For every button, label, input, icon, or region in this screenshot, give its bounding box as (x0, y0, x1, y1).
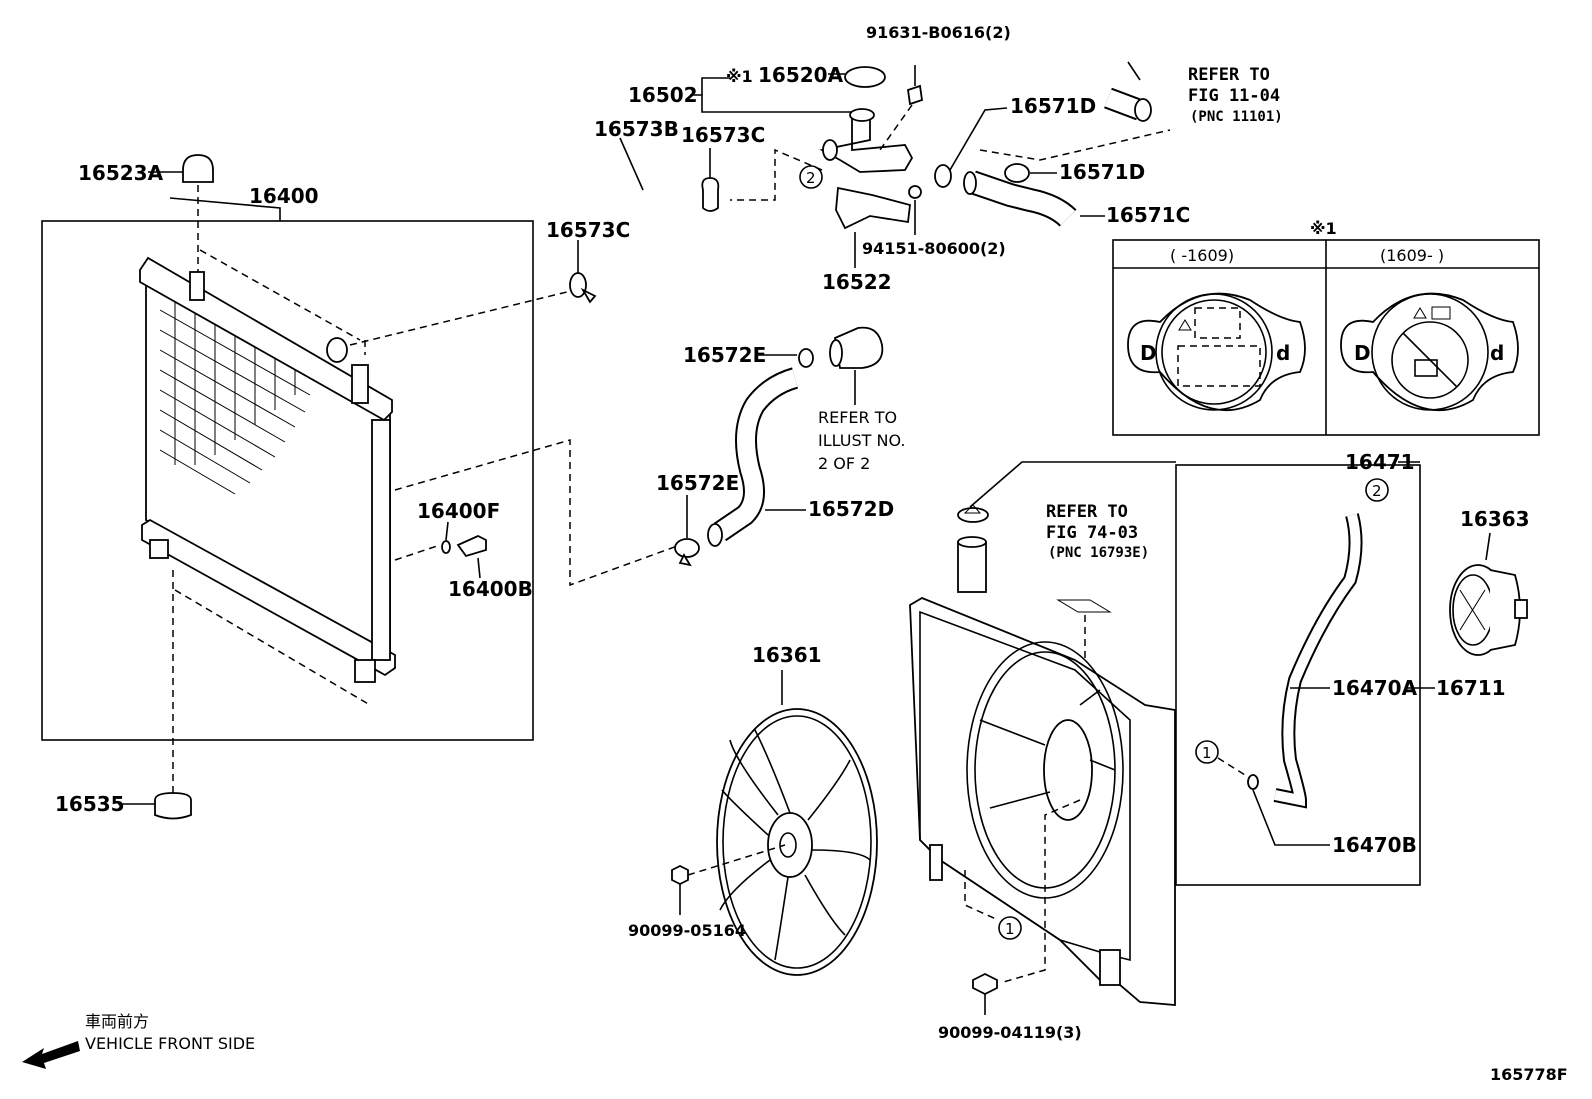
label-16535: 16535 (55, 792, 125, 816)
cap-logo-left-old: D (1140, 341, 1157, 365)
cap-variant-new: D d (1340, 292, 1519, 412)
fan-shroud-group: 16471 REFER TO FIG 74-03 (PNC 16793E) 1 (909, 450, 1421, 1042)
ref-fig74-line3: (PNC 16793E) (1048, 545, 1149, 561)
part-16523A: 16523A (78, 154, 214, 185)
callout-2-lower: 2 (1372, 482, 1382, 500)
label-90099-05164: 90099-05164 (628, 921, 746, 940)
label-16400F: 16400F (417, 499, 500, 523)
label-16522: 16522 (822, 270, 892, 294)
label-16361: 16361 (752, 643, 822, 667)
vehicle-front-en: VEHICLE FRONT SIDE (85, 1034, 255, 1053)
part-16535: 16535 (55, 792, 192, 820)
label-16573B: 16573B (594, 117, 679, 141)
inset-mark: ※1 (1310, 219, 1337, 238)
ref-illust-line3: 2 OF 2 (818, 454, 870, 473)
ref-fig11-line1: REFER TO (1188, 65, 1270, 85)
lower-hose-group: REFER TO ILLUST NO. 2 OF 2 16572E 16572D… (656, 326, 905, 567)
label-16572D: 16572D (808, 497, 894, 521)
radiator-assembly (41, 185, 681, 795)
label-16523A: 16523A (78, 161, 164, 185)
label-mark1: ※1 (726, 67, 753, 86)
part-16400F-16400B: 16400F 16400B (417, 499, 533, 601)
label-16572E-top: 16572E (683, 343, 766, 367)
label-16571D-top: 16571D (1010, 94, 1096, 118)
inset-right-header: (1609- ) (1380, 246, 1444, 265)
cap-variant-inset: ※1 ( -1609) (1609- ) D d D (1112, 219, 1540, 436)
label-16571D-mid: 16571D (1059, 160, 1145, 184)
label-16572E-bot: 16572E (656, 471, 739, 495)
figure-code: 165778F (1490, 1065, 1568, 1084)
cap-logo-right-old: d (1276, 341, 1290, 365)
fan-group-frame-right (1175, 464, 1421, 886)
ref-fig74-line1: REFER TO (1046, 502, 1128, 522)
cap-variant-old: D d (1127, 292, 1306, 412)
inset-left-header: ( -1609) (1170, 246, 1234, 265)
label-16711: 16711 (1436, 676, 1506, 700)
radiator-group-frame (41, 220, 534, 741)
label-90099-04119: 90099-04119(3) (938, 1023, 1082, 1042)
upper-hose-group: 16502 ※1 16520A 91631-B0616(2) 16522 941… (546, 23, 1011, 304)
ref-illust-line1: REFER TO (818, 408, 897, 427)
ref-illust-line2: ILLUST NO. (818, 431, 905, 450)
hose-16571-group: REFER TO FIG 11-04 (PNC 11101) 16571D 16… (934, 61, 1283, 227)
vehicle-front-arrow-icon (22, 1041, 80, 1069)
label-16400B: 16400B (448, 577, 533, 601)
ref-fig11-line3: (PNC 11101) (1190, 109, 1283, 125)
label-16520A: 16520A (758, 63, 844, 87)
label-16400: 16400 (249, 184, 319, 208)
label-16502: 16502 (628, 83, 698, 107)
vehicle-front-jp: 車両前方 (85, 1012, 149, 1031)
part-16363-motor: 16363 (1449, 507, 1530, 656)
cap-logo-left-new: D (1354, 341, 1371, 365)
label-91631: 91631-B0616(2) (866, 23, 1011, 42)
vehicle-front-indicator: 車両前方 VEHICLE FRONT SIDE (22, 1012, 255, 1069)
label-94151: 94151-80600(2) (862, 239, 1006, 258)
label-16470B: 16470B (1332, 833, 1417, 857)
callout-1-upper: 1 (1202, 744, 1212, 762)
label-16363: 16363 (1460, 507, 1530, 531)
cap-logo-right-new: d (1490, 341, 1504, 365)
label-16573C-left: 16573C (546, 218, 630, 242)
callout-2-upper: 2 (806, 169, 816, 187)
label-16470A: 16470A (1332, 676, 1418, 700)
reservoir-hose-group: 2 16470A 16711 1 16470B (1195, 478, 1506, 857)
label-16571C: 16571C (1106, 203, 1190, 227)
label-16573C-top: 16573C (681, 123, 765, 147)
callout-1-lower: 1 (1005, 920, 1015, 938)
part-16361-fan: 16361 90099-05164 (628, 643, 878, 976)
ref-fig11-line2: FIG 11-04 (1188, 86, 1280, 106)
ref-fig74-line2: FIG 74-03 (1046, 523, 1138, 543)
